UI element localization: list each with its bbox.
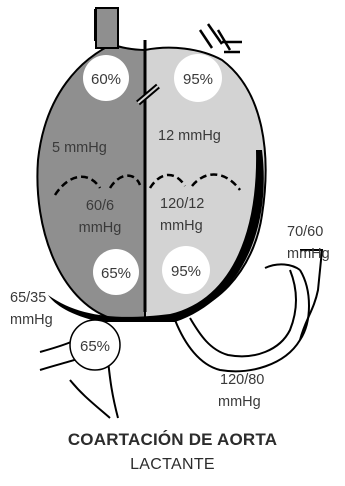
lv-pressure-unit: mmHg (160, 218, 203, 234)
superior-vena-cava (95, 7, 119, 49)
ra-sat-circle (83, 55, 129, 101)
pa-pressure-value: 65/35 (10, 290, 46, 306)
rv-pressure-value: 60/6 (86, 198, 114, 214)
lv-pressure-value: 120/12 (160, 196, 204, 212)
foramen-ovale-inner (137, 85, 159, 104)
pa-sat-circle (69, 319, 121, 371)
la-sat-circle (174, 54, 222, 102)
rv-saturation: 65% (101, 265, 131, 282)
mitral-valve (148, 173, 187, 189)
lv-sat-circle (162, 246, 210, 294)
pulmonary-veins (198, 23, 242, 54)
la-saturation: 95% (183, 71, 213, 88)
aorta-proximal-pressure-value: 70/60 (287, 224, 323, 240)
ra-saturation: 60% (91, 71, 121, 88)
aorta-proximal-pressure-unit: mmHg (287, 246, 330, 262)
pa-saturation: 65% (80, 338, 110, 355)
tricuspid-valve-2 (108, 174, 142, 189)
aorta-distal-pressure-unit: mmHg (218, 394, 261, 410)
aorta-vessels (174, 249, 324, 373)
la-pressure: 12 mmHg (158, 128, 221, 144)
lv-saturation: 95% (171, 263, 201, 280)
caption-subtitle: LACTANTE (130, 456, 215, 473)
caption-title: COARTACIÓN DE AORTA (67, 430, 278, 449)
rv-pressure-unit: mmHg (79, 220, 122, 236)
ra-pressure: 5 mmHg (52, 140, 107, 156)
mitral-valve-2 (191, 173, 241, 191)
aorta-distal-pressure-value: 120/80 (220, 372, 264, 388)
rv-sat-circle (93, 249, 139, 295)
pa-pressure-unit: mmHg (10, 312, 53, 328)
